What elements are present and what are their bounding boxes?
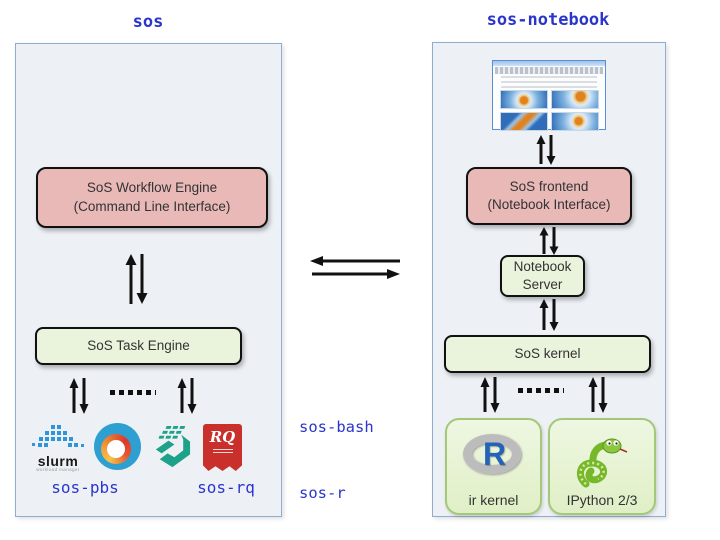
bidirectional-arrow-icon [539, 227, 559, 255]
rq-logo-subtext-lines [212, 449, 233, 454]
ir-kernel-box: R ir kernel [445, 418, 542, 515]
slurm-blocks-icon [32, 425, 84, 447]
pbs-logo [94, 423, 141, 470]
panel-link-arrows-icon [310, 256, 400, 279]
bidirectional-arrow-icon [588, 377, 608, 413]
thumbnail-plot [499, 112, 548, 131]
label-sos-pbs: sos-pbs [51, 478, 119, 497]
thumbnail-plot [550, 112, 599, 131]
pbs-logo-center [107, 440, 125, 458]
python-snake-icon [576, 438, 628, 488]
r-logo-ring [463, 434, 521, 474]
bidirectional-arrow-icon [177, 378, 197, 414]
notebook-browser-thumbnail [492, 60, 606, 131]
task-engine-box: SoS Task Engine [35, 327, 242, 365]
bidirectional-arrow-icon [539, 299, 559, 331]
slurm-logo: slurm workload manager [28, 424, 88, 474]
frontend-line2: (Notebook Interface) [487, 197, 611, 212]
right-panel-title: sos-notebook [486, 10, 610, 30]
workflow-engine-line1: SoS Workflow Engine [86, 180, 218, 196]
frontend-box: SoS frontend (Notebook Interface) [466, 167, 632, 225]
thumbnail-titlebar [493, 61, 605, 66]
bidirectional-arrow-icon [125, 254, 148, 304]
sos-kernel-box: SoS kernel [444, 335, 651, 373]
language-module-item: sos-bash [299, 418, 374, 436]
thumbnail-plot [550, 90, 599, 109]
dotted-separator [110, 390, 156, 395]
rq-logo-text: RQ [209, 428, 236, 446]
language-module-item: sos-r [299, 484, 346, 502]
slurm-logo-subtext: workload manager [36, 467, 80, 472]
language-module-list: sos-bash sos-r sos-python sos-julia sos-… [299, 372, 392, 540]
cluster-scheduler-logo [155, 425, 191, 468]
slurm-logo-text: slurm [37, 453, 79, 469]
workflow-engine-line2: (Command Line Interface) [73, 198, 231, 214]
task-engine-label: SoS Task Engine [87, 337, 190, 353]
ipython-kernel-box: IPython 2/3 [548, 418, 656, 515]
ir-kernel-label: ir kernel [468, 492, 519, 508]
bidirectional-arrow-icon [69, 378, 89, 414]
server-line2: Server [522, 277, 563, 292]
sos-kernel-label: SoS kernel [514, 345, 581, 361]
server-line1: Notebook [513, 258, 572, 274]
thumbnail-toolbar [495, 67, 603, 74]
bidirectional-arrow-icon [536, 135, 556, 165]
r-logo: R [461, 432, 523, 476]
pbs-logo-swirl [101, 434, 131, 464]
notebook-server-box: Notebook Server [500, 255, 585, 297]
r-logo-letter: R [483, 436, 507, 472]
bidirectional-arrow-icon [480, 377, 500, 413]
workflow-engine-box: SoS Workflow Engine (Command Line Interf… [36, 167, 268, 228]
label-sos-rq: sos-rq [197, 478, 255, 497]
thumbnail-text-lines [501, 76, 597, 88]
left-panel-title: sos [132, 12, 164, 32]
dotted-separator [518, 388, 564, 393]
ipython-kernel-label: IPython 2/3 [566, 492, 638, 508]
thumbnail-plot-grid [493, 90, 605, 131]
rq-logo: RQ [203, 424, 242, 471]
thumbnail-plot [499, 90, 548, 109]
frontend-line1: SoS frontend [509, 178, 589, 194]
